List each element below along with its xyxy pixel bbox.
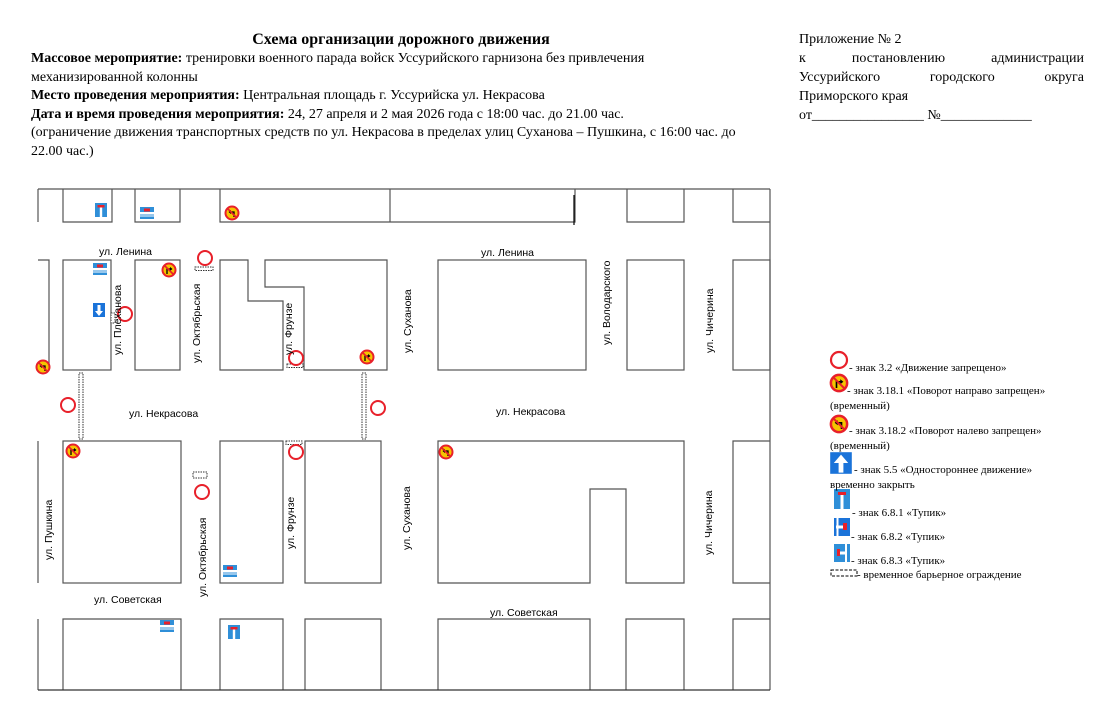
legend-item-no-right-turn: - знак 3.18.1 «Поворот направо запрещен» xyxy=(847,385,1046,397)
legend-item-no-entry: - знак 3.2 «Движение запрещено» xyxy=(849,362,1007,374)
event-label: Массовое мероприятие: xyxy=(31,51,183,66)
one-way-sign-icon xyxy=(830,452,852,474)
dead-end-sign-icon xyxy=(228,625,240,639)
street-label-chicherina: ул. Чичерина xyxy=(704,288,716,353)
place-value: Центральная площадь г. Уссурийска ул. Не… xyxy=(239,88,545,103)
street-label-nekrasova: ул. Некрасова xyxy=(129,408,198,420)
dead-end-sign-icon xyxy=(93,263,107,275)
barrier-icon xyxy=(830,569,858,577)
appendix-block: Приложение № 2 к постановлению администр… xyxy=(799,30,1084,125)
city-blocks xyxy=(37,188,771,691)
date-line: Дата и время проведения мероприятия: 24,… xyxy=(31,106,751,125)
document-header: Схема организации дорожного движения Мас… xyxy=(31,30,751,161)
no-right-turn-sign-icon xyxy=(161,262,177,278)
street-label-oktyabrskaya: ул. Октябрьская xyxy=(197,518,209,597)
legend-note: (временный) xyxy=(830,440,890,452)
street-label-sovetskaya: ул. Советская xyxy=(94,594,162,606)
date-value: 24, 27 апреля и 2 мая 2026 года с 18:00 … xyxy=(284,106,624,122)
no-left-turn-sign-icon xyxy=(829,414,849,434)
appendix-number: Приложение № 2 xyxy=(799,32,902,47)
street-label-frunze: ул. Фрунзе xyxy=(283,303,295,355)
date-label: Дата и время проведения мероприятия: xyxy=(31,106,285,122)
dead-end-6-8-1-icon xyxy=(834,489,850,509)
appendix-resolution: к постановлению администрации xyxy=(799,51,1084,66)
legend-icons xyxy=(829,350,858,577)
legend-item-barrier: - временное барьерное ограждение xyxy=(857,569,1022,581)
no-left-turn-sign-icon xyxy=(35,359,51,375)
no-left-turn-sign-icon xyxy=(224,205,240,221)
street-label-lenina: ул. Ленина xyxy=(481,247,534,259)
legend-item-dead-end-6-8-1: - знак 6.8.1 «Тупик» xyxy=(852,507,947,519)
dead-end-sign-icon xyxy=(160,620,174,632)
place-line: Место проведения мероприятия: Центральна… xyxy=(31,87,751,106)
no-right-turn-sign-icon xyxy=(829,373,849,393)
no-right-turn-sign-icon xyxy=(359,349,375,365)
no-entry-sign-icon xyxy=(370,400,386,416)
street-label-oktyabrskaya: ул. Октябрьская xyxy=(191,284,203,363)
street-label-sukhanova: ул. Суханова xyxy=(402,289,414,353)
place-label: Место проведения мероприятия: xyxy=(31,88,240,103)
no-right-turn-sign-icon xyxy=(65,443,81,459)
one-way-sign-icon xyxy=(93,303,105,317)
restriction-note: (ограничение движения транспортных средс… xyxy=(31,125,736,159)
street-label-frunze: ул. Фрунзе xyxy=(285,497,297,549)
dead-end-6-8-3-icon xyxy=(834,544,850,562)
street-label-nekrasova: ул. Некрасова xyxy=(496,406,565,418)
event-line: Массовое мероприятие: тренировки военног… xyxy=(31,50,751,87)
legend-item-one-way: - знак 5.5 «Одностороннее движение» xyxy=(854,464,1033,476)
dead-end-6-8-2-icon xyxy=(834,518,850,536)
street-label-lenina: ул. Ленина xyxy=(99,246,152,258)
no-entry-sign-icon xyxy=(197,250,213,266)
event-value: тренировки военного парада войск Уссурий… xyxy=(31,51,645,85)
legend-item-no-left-turn: - знак 3.18.2 «Поворот налево запрещен» xyxy=(849,425,1042,437)
page-title: Схема организации дорожного движения xyxy=(252,31,550,48)
legend-note: (временный) xyxy=(830,400,890,412)
dead-end-sign-icon xyxy=(140,207,154,219)
street-labels: ул. Ленина ул. Ленина ул. Плеханова ул. … xyxy=(43,246,716,619)
appendix-region: Приморского края xyxy=(799,89,909,104)
appendix-district: Уссурийского городского округа xyxy=(799,70,1084,85)
no-entry-sign-icon xyxy=(288,444,304,460)
no-entry-sign-icon xyxy=(60,397,76,413)
street-label-volodarskogo: ул. Володарского xyxy=(601,260,613,345)
street-label-plekhanova: ул. Плеханова xyxy=(112,285,124,355)
no-left-turn-sign-icon xyxy=(438,444,454,460)
street-label-chicherina: ул. Чичерина xyxy=(703,490,715,555)
legend-note: временно закрыть xyxy=(830,479,915,491)
no-entry-sign-icon xyxy=(829,350,849,370)
dead-end-sign-icon xyxy=(95,203,107,217)
appendix-date-number: от________________ №_____________ xyxy=(799,108,1032,123)
no-entry-sign-icon xyxy=(194,484,210,500)
dead-end-sign-icon xyxy=(223,565,237,577)
legend-item-dead-end-6-8-2: - знак 6.8.2 «Тупик» xyxy=(851,531,946,543)
legend-item-dead-end-6-8-3: - знак 6.8.3 «Тупик» xyxy=(851,555,946,567)
road-signs xyxy=(35,203,454,639)
street-label-sukhanova: ул. Суханова xyxy=(401,486,413,550)
street-label-sovetskaya: ул. Советская xyxy=(490,607,558,619)
street-label-pushkina: ул. Пушкина xyxy=(43,500,55,560)
